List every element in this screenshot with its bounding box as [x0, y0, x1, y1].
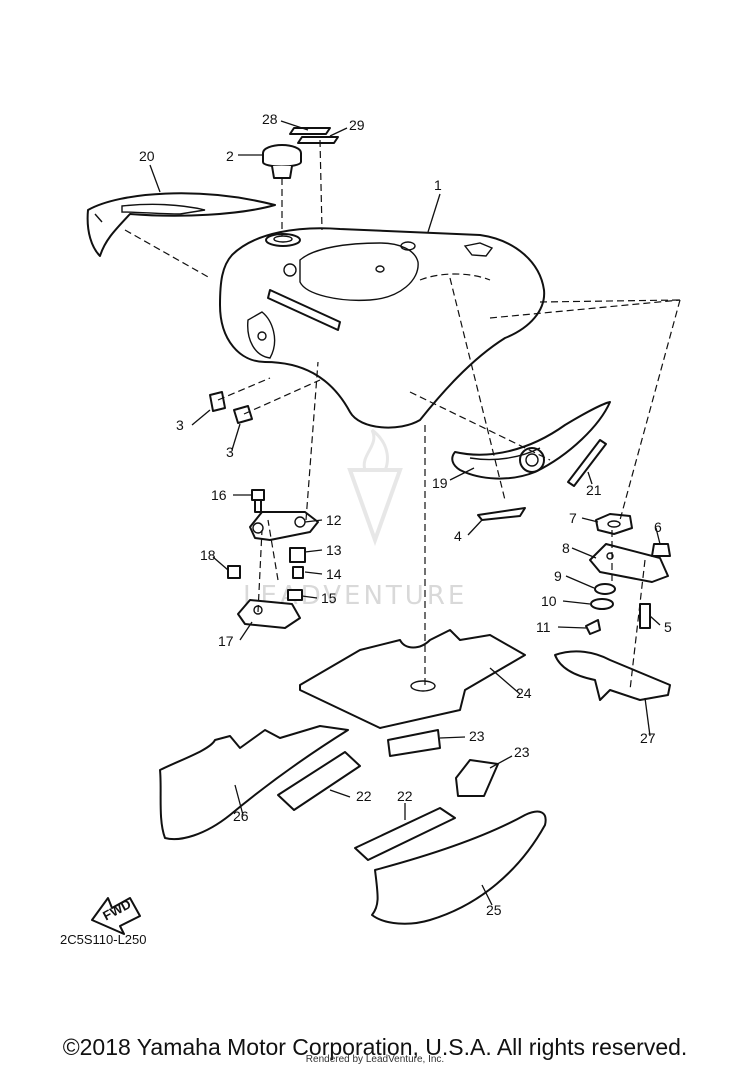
side-cover-20	[86, 192, 276, 257]
insulator-22b	[354, 807, 456, 861]
filler-cap	[262, 144, 302, 179]
insulator-23b	[455, 759, 499, 797]
callout-25: 25	[486, 902, 502, 918]
callout-19: 19	[432, 475, 448, 491]
cover-26	[159, 725, 349, 841]
cover-25	[371, 810, 547, 925]
part-code: 2C5S110-L250	[60, 932, 147, 947]
callout-22b: 22	[397, 788, 413, 804]
callout-14: 14	[326, 566, 342, 582]
stud-5	[639, 603, 651, 629]
insulator-22a	[277, 751, 361, 811]
callout-22a: 22	[356, 788, 372, 804]
callout-23a: 23	[469, 728, 485, 744]
collar-14	[292, 566, 304, 579]
callout-17: 17	[218, 633, 234, 649]
callout-21: 21	[586, 482, 602, 498]
callout-5: 5	[664, 619, 672, 635]
callout-23b: 23	[514, 744, 530, 760]
front-bracket-12	[249, 489, 319, 541]
callout-numbers: 1 2 3 3 4 5 6 7 8 9 10 11 12 13 14 15 16…	[139, 111, 672, 918]
rear-bracket-7	[595, 513, 633, 535]
callout-3a: 3	[176, 417, 184, 433]
callout-18: 18	[200, 547, 216, 563]
callout-12: 12	[326, 512, 342, 528]
callout-15: 15	[321, 590, 337, 606]
callout-7: 7	[569, 510, 577, 526]
callout-16: 16	[211, 487, 227, 503]
callout-28: 28	[262, 111, 278, 127]
washer-10	[590, 598, 614, 610]
rendered-by-note: Rendered by LeadVenture, Inc.	[305, 1054, 445, 1065]
screw-18	[227, 565, 241, 579]
callout-24: 24	[516, 685, 532, 701]
cover-24	[299, 629, 526, 729]
fwd-arrow-icon	[91, 897, 141, 935]
callout-26: 26	[233, 808, 249, 824]
rear-bracket-8	[589, 543, 669, 583]
callout-29: 29	[349, 117, 365, 133]
label-21	[567, 439, 607, 487]
label-4	[477, 507, 526, 521]
callout-10: 10	[541, 593, 557, 609]
callout-2: 2	[226, 148, 234, 164]
washer-9	[594, 583, 616, 595]
insulator-23a	[387, 729, 441, 757]
tank-emblem-19	[451, 401, 611, 480]
label-29	[297, 136, 339, 144]
bolt-11	[585, 619, 601, 635]
fuel-tank	[219, 227, 546, 429]
callout-11: 11	[536, 619, 551, 635]
label-28	[289, 127, 331, 135]
callout-4: 4	[454, 528, 462, 544]
bracket-27	[554, 650, 671, 701]
callout-20: 20	[139, 148, 155, 164]
leader-lines	[149, 120, 661, 906]
callout-3b: 3	[226, 444, 234, 460]
callout-13: 13	[326, 542, 342, 558]
bracket-17	[237, 599, 301, 629]
callout-6: 6	[654, 519, 662, 535]
callout-1: 1	[434, 177, 442, 193]
assembly-lines	[124, 139, 681, 691]
damper-3a	[209, 391, 226, 412]
nut-6	[651, 543, 671, 557]
callout-27: 27	[640, 730, 656, 746]
damper-3b	[233, 405, 253, 424]
callout-9: 9	[554, 568, 562, 584]
callout-8: 8	[562, 540, 570, 556]
bolt-15	[287, 589, 303, 601]
damper-13	[289, 547, 306, 563]
watermark-logo	[347, 428, 403, 546]
copyright-notice: ©2018 Yamaha Motor Corporation, U.S.A. A…	[62, 1034, 688, 1060]
